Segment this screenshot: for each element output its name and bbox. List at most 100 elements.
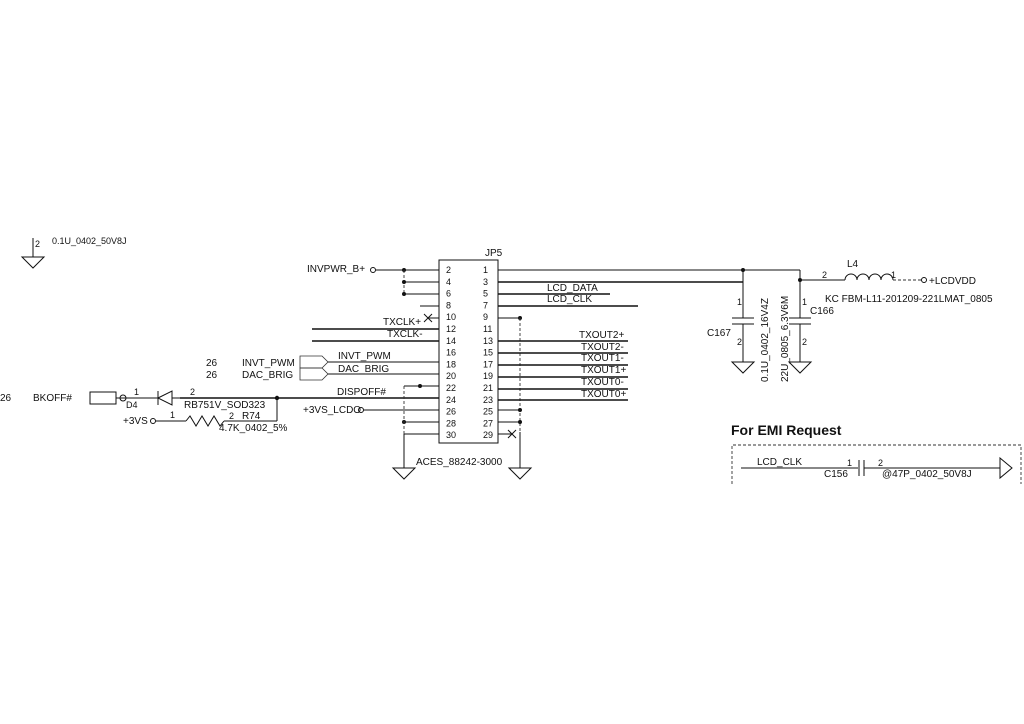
- connector-left-pin-2: 2: [446, 265, 451, 275]
- invpwr-label: INVPWR_B+: [307, 264, 365, 275]
- l4-pin1: 1: [891, 270, 896, 280]
- lcd-data-label: LCD_DATA: [547, 283, 598, 294]
- emi-pin2: 2: [878, 458, 883, 468]
- dac-brig-offpage: DAC_BRIG: [242, 370, 293, 381]
- c167-pin2: 2: [737, 337, 742, 347]
- invt-pwm-label: INVT_PWM: [338, 351, 391, 362]
- l4-pin2: 2: [822, 270, 827, 280]
- connector-right-pin-21: 21: [483, 383, 493, 393]
- dac-brig-label: DAC_BRIG: [338, 364, 389, 375]
- c166-ref: C166: [810, 306, 834, 317]
- txout1-n-label: TXOUT1-: [581, 353, 624, 364]
- invt-pwm-ref: 26: [206, 358, 218, 369]
- connector-left-pin-24: 24: [446, 395, 456, 405]
- connector-right-pin-23: 23: [483, 395, 493, 405]
- connector-left-pin-4: 4: [446, 277, 451, 287]
- connector-right-pin-29: 29: [483, 430, 493, 440]
- connector-left-pin-30: 30: [446, 430, 456, 440]
- left-ground: [391, 386, 439, 480]
- diode-ref: D4: [126, 400, 138, 410]
- connector-right-pin-15: 15: [483, 348, 493, 358]
- emi-cap-ref: C156: [824, 469, 848, 480]
- plus3vs-lcdo-net: +3VS_LCDO: [303, 405, 439, 416]
- bkoff-ref: 26: [0, 393, 12, 404]
- c166-value: 22U_0805_6.3V6M: [780, 296, 791, 382]
- txclk-n-label: TXCLK-: [387, 329, 423, 340]
- dispoff-net: DISPOFF#: [180, 384, 439, 401]
- r74-ref: R74: [242, 411, 261, 422]
- txout0-n-label: TXOUT0-: [581, 377, 624, 388]
- emi-block: For EMI Request LCD_CLK 1 2 C156 @47P_04…: [731, 422, 1022, 484]
- connector-ref: JP5: [485, 248, 503, 259]
- connector-left-pin-22: 22: [446, 383, 456, 393]
- top-pin-label: 2: [35, 239, 40, 249]
- l4-symbol: [844, 273, 894, 281]
- connector-left-pin-12: 12: [446, 324, 456, 334]
- c167-pin1: 1: [737, 297, 742, 307]
- lcd-clk-label: LCD_CLK: [547, 294, 592, 305]
- connector-jp5: JP5 ACES_88242-3000 24681012141618202224…: [416, 248, 503, 468]
- diode-pin1: 1: [134, 387, 139, 397]
- connector-left-pin-26: 26: [446, 407, 456, 417]
- invt-pwm-offpage: INVT_PWM: [242, 358, 295, 369]
- bkoff-section: 26 BKOFF# 1 D4 2 RB751V_SOD323: [0, 387, 266, 411]
- txout1-p-label: TXOUT1+: [581, 365, 626, 376]
- c167-value: 0.1U_0402_16V4Z: [760, 298, 771, 382]
- connector-right-pin-5: 5: [483, 289, 488, 299]
- dispoff-label: DISPOFF#: [337, 387, 386, 398]
- invpwr-net: INVPWR_B+: [307, 264, 439, 296]
- connector-right-pin-17: 17: [483, 359, 493, 369]
- connector-left-pin-10: 10: [446, 312, 456, 322]
- l4-part: KC FBM-L11-201209-221LMAT_0805: [825, 294, 993, 305]
- c167-ref: C167: [707, 328, 731, 339]
- emi-cap-value: @47P_0402_50V8J: [882, 469, 972, 480]
- txclk-nets: TXCLK+ TXCLK-: [312, 317, 439, 342]
- connector-right-pin-19: 19: [483, 371, 493, 381]
- connector-right-pin-25: 25: [483, 407, 493, 417]
- connector-left-pin-14: 14: [446, 336, 456, 346]
- r74-symbol: [185, 415, 225, 427]
- txclk-p-label: TXCLK+: [383, 317, 421, 328]
- connector-body: [438, 259, 499, 444]
- lcdvdd-label: +LCDVDD: [929, 276, 976, 287]
- diode-symbol: [156, 390, 173, 406]
- connector-left-pin-8: 8: [446, 300, 451, 310]
- dac-brig-ref: 26: [206, 370, 218, 381]
- r74-pin1: 1: [170, 410, 175, 420]
- connector-right-pin-27: 27: [483, 418, 493, 428]
- invt-dac-nets: 26 INVT_PWM 26 DAC_BRIG INVT_PWM DAC_BRI…: [206, 351, 439, 381]
- r74-section: +3VS 1 2 R74 4.7K_0402_5%: [123, 398, 288, 434]
- connector-left-pin-6: 6: [446, 289, 451, 299]
- connector-right-pin-7: 7: [483, 300, 488, 310]
- plus3vs-label: +3VS: [123, 416, 148, 427]
- pin10-noconnect: [423, 313, 439, 323]
- right-nets: LCD_DATA LCD_CLK TXOUT2+ TXOUT2- TXOUT1-…: [498, 269, 801, 480]
- bkoff-label: BKOFF#: [33, 393, 72, 404]
- txout0-p-label: TXOUT0+: [581, 389, 626, 400]
- plus3vs-lcdo-label: +3VS_LCDO: [303, 405, 361, 416]
- connector-left-pin-18: 18: [446, 359, 456, 369]
- connector-left-pin-20: 20: [446, 371, 456, 381]
- c166-pin2: 2: [802, 337, 807, 347]
- connector-left-pin-16: 16: [446, 348, 456, 358]
- bkoff-port: [89, 391, 117, 405]
- inductor-l4: 2 L4 1 +LCDVDD KC FBM-L11-201209-221LMAT…: [798, 259, 993, 305]
- top-partial-label: 0.1U_0402_50V8J: [52, 236, 127, 246]
- connector-left-pin-28: 28: [446, 418, 456, 428]
- r74-value: 4.7K_0402_5%: [219, 423, 288, 434]
- emi-net1: LCD_CLK: [757, 457, 802, 468]
- c166-pin1: 1: [802, 297, 807, 307]
- r74-pin2: 2: [229, 411, 234, 421]
- connector-right-pin-11: 11: [483, 324, 492, 334]
- emi-title: For EMI Request: [731, 422, 842, 438]
- cap-c166: 1 2 C166 22U_0805_6.3V6M: [780, 280, 834, 382]
- top-partial-component: 2 0.1U_0402_50V8J: [20, 236, 127, 269]
- connector-right-pin-13: 13: [483, 336, 493, 346]
- connector-right-pin-3: 3: [483, 277, 488, 287]
- l4-ref: L4: [847, 259, 859, 270]
- connector-right-pin-9: 9: [483, 312, 488, 322]
- connector-right-pin-1: 1: [483, 265, 488, 275]
